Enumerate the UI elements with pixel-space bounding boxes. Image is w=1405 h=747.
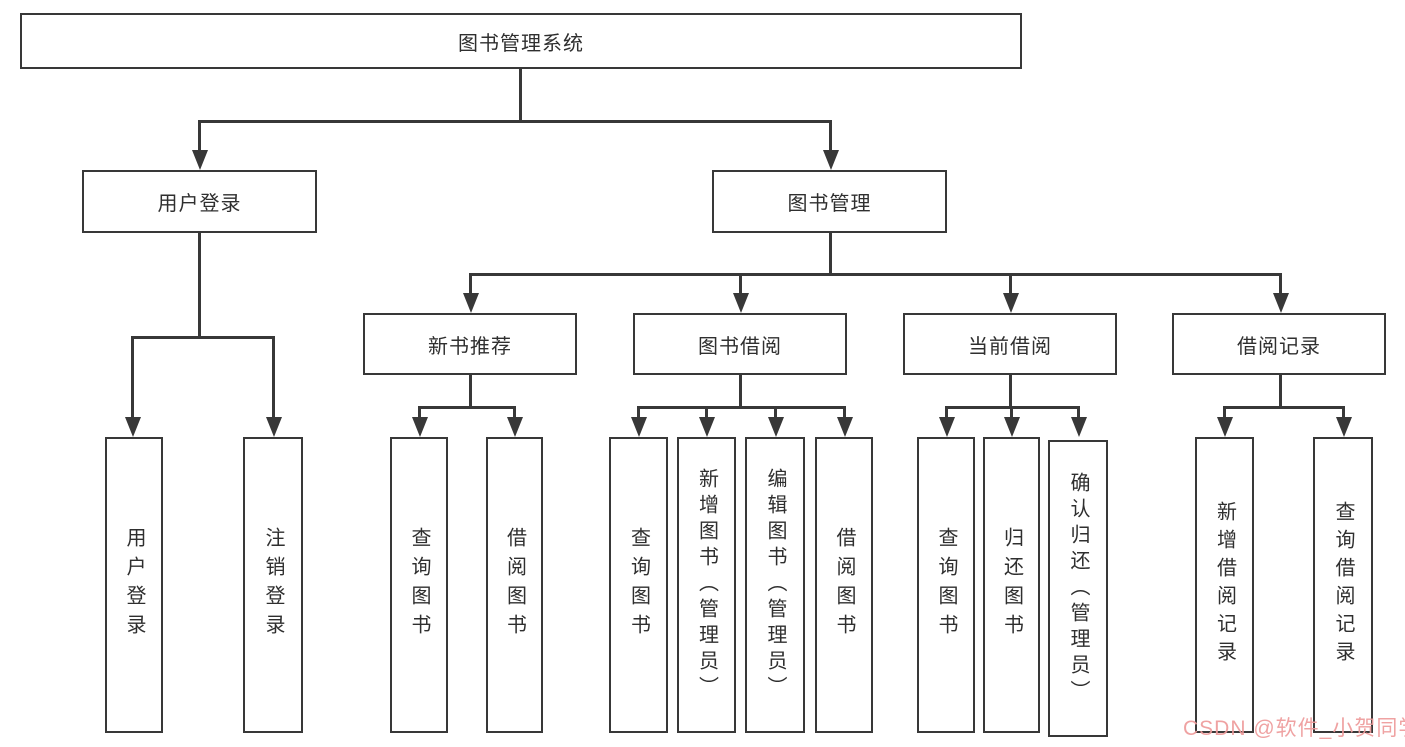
connector-current-borrow-stem [1009, 273, 1012, 295]
arrowhead-bb-add [699, 417, 715, 437]
connector-root-stem [519, 69, 522, 120]
connector-bb-edit-stem [774, 406, 777, 419]
connector-br-add-stem [1223, 406, 1226, 419]
node-new-book-recommend: 新书推荐 [363, 313, 577, 375]
arrowhead-rec-query [412, 417, 428, 437]
leaf-br-query-record: 查询借阅记录 [1313, 437, 1373, 733]
leaf-logout-label: 注销登录 [262, 527, 284, 643]
leaf-bb-add-books-admin: 新增图书（管理员） [677, 437, 736, 733]
connector-logout-leaf-stem [272, 336, 275, 419]
leaf-bb-edit-books-admin: 编辑图书（管理员） [745, 437, 805, 733]
arrowhead-book-mgmt [823, 150, 839, 170]
leaf-bb-query-books: 查询图书 [609, 437, 668, 733]
leaf-cb-return-books-label: 归还图书 [1000, 527, 1023, 643]
connector-rec-down [469, 375, 472, 406]
leaf-bb-query-books-label: 查询图书 [627, 527, 650, 643]
connector-br-query-stem [1342, 406, 1345, 419]
connector-bb-add-stem [705, 406, 708, 419]
leaf-bb-edit-books-admin-label: 编辑图书（管理员） [764, 468, 786, 702]
leaf-bb-borrow-books-label: 借阅图书 [833, 527, 855, 643]
connector-rec-query-stem [418, 406, 421, 419]
connector-login-leaf-stem [131, 336, 134, 419]
connector-book-mgmt-down [829, 233, 832, 273]
arrowhead-bb-query [631, 417, 647, 437]
arrowhead-borrow-records [1273, 293, 1289, 313]
connector-br-branch [1223, 406, 1345, 409]
connector-level3-branch [469, 273, 1282, 276]
connector-rec-borrow-stem [513, 406, 516, 419]
connector-level2-branch [198, 120, 832, 123]
connector-bb-branch [637, 406, 845, 409]
connector-book-mgmt-stem [829, 120, 832, 152]
connector-cb-confirm-stem [1077, 406, 1080, 419]
node-book-borrowing: 图书借阅 [633, 313, 847, 375]
leaf-bb-add-books-admin-label: 新增图书（管理员） [695, 468, 718, 702]
leaf-rec-borrow-books: 借阅图书 [486, 437, 543, 733]
leaf-rec-query-books: 查询图书 [390, 437, 448, 733]
connector-book-borrow-stem [739, 273, 742, 295]
connector-bb-query-stem [637, 406, 640, 419]
arrowhead-cb-return [1004, 417, 1020, 437]
leaf-logout: 注销登录 [243, 437, 303, 733]
arrowhead-cb-confirm [1071, 417, 1087, 437]
node-book-management: 图书管理 [712, 170, 947, 233]
arrowhead-new-book-rec [463, 293, 479, 313]
leaf-bb-borrow-books: 借阅图书 [815, 437, 873, 733]
arrowhead-book-borrow [733, 293, 749, 313]
leaf-cb-query-books-label: 查询图书 [935, 527, 957, 643]
leaf-user-login: 用户登录 [105, 437, 163, 733]
connector-cb-down [1009, 375, 1012, 406]
leaf-user-login-label: 用户登录 [123, 527, 145, 643]
node-user-login: 用户登录 [82, 170, 317, 233]
leaf-br-add-record-label: 新增借阅记录 [1213, 501, 1236, 669]
leaf-br-query-record-label: 查询借阅记录 [1332, 501, 1354, 669]
connector-rec-branch [418, 406, 516, 409]
node-book-borrowing-label: 图书借阅 [698, 335, 782, 358]
arrowhead-current-borrow [1003, 293, 1019, 313]
arrowhead-br-add [1217, 417, 1233, 437]
node-root-label: 图书管理系统 [458, 32, 584, 55]
connector-borrow-records-stem [1279, 273, 1282, 295]
leaf-br-add-record: 新增借阅记录 [1195, 437, 1254, 733]
leaf-cb-query-books: 查询图书 [917, 437, 975, 733]
connector-user-login-down [198, 233, 201, 336]
node-current-borrowing: 当前借阅 [903, 313, 1117, 375]
arrowhead-bb-edit [768, 417, 784, 437]
arrowhead-bb-borrow [837, 417, 853, 437]
connector-bb-down [739, 375, 742, 406]
leaf-rec-query-books-label: 查询图书 [408, 527, 430, 643]
leaf-cb-return-books: 归还图书 [983, 437, 1040, 733]
node-new-book-recommend-label: 新书推荐 [428, 335, 512, 358]
connector-new-book-rec-stem [469, 273, 472, 295]
leaf-cb-confirm-return-admin: 确认归还（管理员） [1048, 440, 1108, 737]
connector-bb-borrow-stem [843, 406, 846, 419]
node-current-borrowing-label: 当前借阅 [968, 335, 1052, 358]
node-borrowing-records: 借阅记录 [1172, 313, 1386, 375]
arrowhead-cb-query [939, 417, 955, 437]
connector-cb-query-stem [945, 406, 948, 419]
node-book-management-label: 图书管理 [787, 193, 872, 215]
arrowhead-login-leaf [125, 417, 141, 437]
connector-user-login-stem [198, 120, 201, 152]
node-borrowing-records-label: 借阅记录 [1237, 335, 1321, 358]
arrowhead-br-query [1336, 417, 1352, 437]
arrowhead-user-login [192, 150, 208, 170]
connector-user-login-branch [131, 336, 275, 339]
arrowhead-rec-borrow [507, 417, 523, 437]
node-user-login-label: 用户登录 [157, 193, 242, 215]
connector-cb-return-stem [1010, 406, 1013, 419]
arrowhead-logout-leaf [266, 417, 282, 437]
leaf-rec-borrow-books-label: 借阅图书 [503, 527, 526, 643]
node-root-library-system: 图书管理系统 [20, 13, 1022, 69]
leaf-cb-confirm-return-admin-label: 确认归还（管理员） [1067, 471, 1089, 706]
csdn-watermark: CSDN @软件_小贺同学 [1183, 717, 1405, 740]
connector-br-down [1279, 375, 1282, 406]
